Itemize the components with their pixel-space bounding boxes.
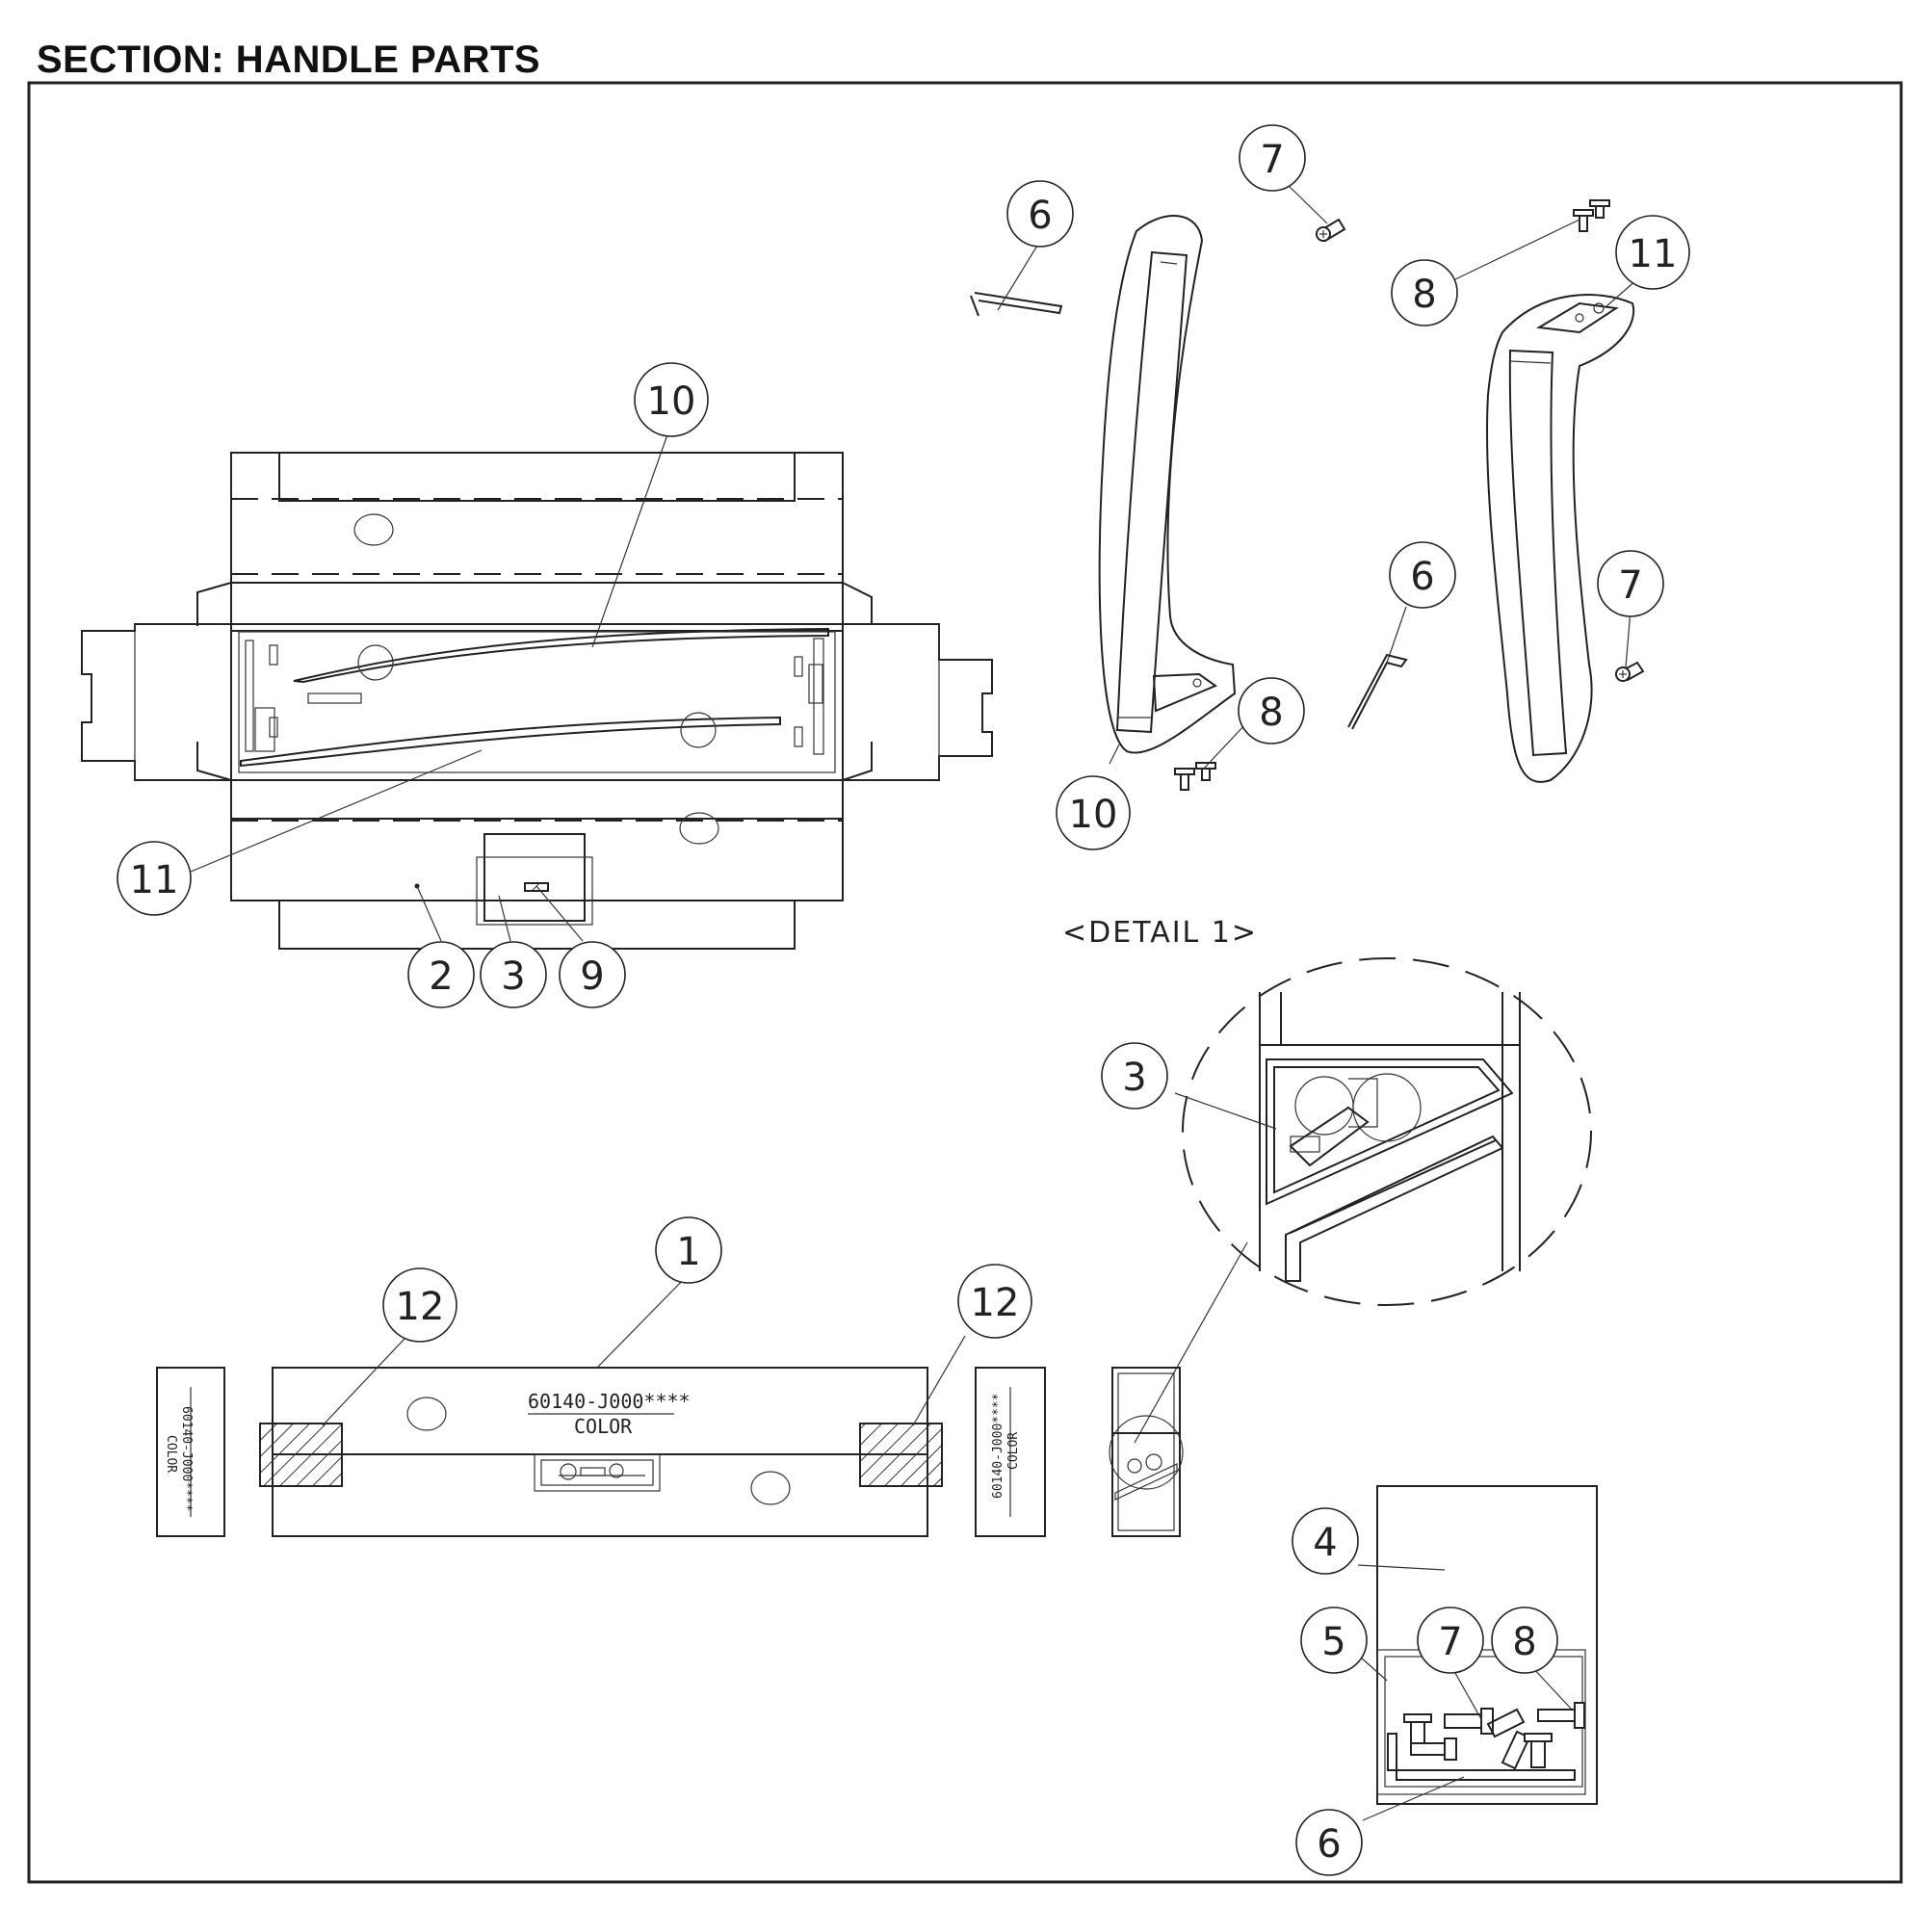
callout-6-mid-text: 6 [1410, 555, 1434, 599]
callout-1: 1 [655, 1216, 722, 1284]
detail-1-label: <DETAIL 1> [1062, 916, 1258, 950]
leader-lines-box [190, 423, 672, 942]
leader-lines-box-closed [322, 1273, 966, 1426]
box-end-color-left: COLOR [164, 1435, 178, 1473]
callout-7-mid: 7 [1597, 550, 1664, 617]
callout-3-detail: 3 [1101, 1042, 1168, 1110]
callout-12-right-text: 12 [971, 1281, 1020, 1325]
screw-7-top [1316, 218, 1346, 243]
callout-8-top: 8 [1391, 259, 1458, 327]
callout-12-right: 12 [957, 1264, 1032, 1339]
callout-1-text: 1 [676, 1230, 700, 1274]
closed-box-views [156, 1367, 1184, 1537]
open-box-top-view [81, 452, 993, 950]
box-end-color-right: COLOR [1006, 1432, 1021, 1470]
page-title: SECTION: HANDLE PARTS [37, 39, 541, 81]
callout-3-top-text: 3 [501, 954, 525, 999]
callout-12-left-text: 12 [396, 1285, 445, 1329]
callout-11-top: 11 [117, 841, 192, 916]
handle-left-view [1098, 215, 1237, 765]
callout-8-top-text: 8 [1412, 273, 1436, 317]
box-end-part-number-left: 60140-J000**** [179, 1406, 194, 1512]
callout-4-text: 4 [1313, 1521, 1337, 1565]
hex-key-mid [1347, 653, 1408, 730]
leader-lines-handles [997, 180, 1638, 771]
callout-5-text: 5 [1321, 1620, 1345, 1664]
callout-7-bottom-text: 7 [1438, 1620, 1462, 1664]
callout-11-top-text: 11 [130, 858, 179, 902]
hex-key-top [970, 292, 1063, 317]
callout-3-top: 3 [480, 941, 547, 1008]
callout-10-handle-text: 10 [1069, 793, 1118, 837]
box-end-label-left: 60140-J000**** COLOR [164, 1406, 194, 1512]
callout-2-text: 2 [429, 954, 453, 999]
screws-8-top [1573, 199, 1610, 232]
leader-lines-bag [1357, 1564, 1573, 1821]
callout-10-handle: 10 [1056, 775, 1131, 850]
callout-3-detail-text: 3 [1122, 1056, 1146, 1100]
callout-2: 2 [407, 941, 475, 1008]
callout-11-handle: 11 [1615, 215, 1690, 290]
detail-1-view [1182, 957, 1592, 1306]
callout-10-top-text: 10 [647, 379, 696, 424]
screws-8-mid [1174, 762, 1216, 791]
callout-8-bottom-text: 8 [1512, 1620, 1536, 1664]
callout-5: 5 [1300, 1607, 1368, 1674]
callout-9: 9 [559, 941, 626, 1008]
hardware-bag [1376, 1485, 1598, 1805]
callout-6-top: 6 [1006, 180, 1074, 248]
callout-8-mid-text: 8 [1259, 691, 1283, 735]
callout-7-top-text: 7 [1260, 138, 1284, 182]
callout-12-left: 12 [382, 1267, 457, 1343]
callout-6-bottom-text: 6 [1317, 1822, 1341, 1867]
callout-6-bottom: 6 [1295, 1809, 1363, 1876]
box-color-label: COLOR [574, 1415, 633, 1438]
callout-6-mid: 6 [1389, 541, 1456, 609]
box-end-part-number-right: 60140-J000**** [991, 1393, 1005, 1499]
callout-4: 4 [1292, 1507, 1359, 1575]
drawing-frame [27, 81, 1903, 1884]
box-part-number: 60140-J000**** [528, 1390, 691, 1413]
callout-8-mid: 8 [1238, 677, 1305, 745]
callout-9-text: 9 [580, 954, 604, 999]
callout-7-top: 7 [1239, 124, 1306, 192]
callout-7-mid-text: 7 [1618, 563, 1642, 608]
callout-7-bottom: 7 [1417, 1607, 1484, 1674]
callout-11-handle-text: 11 [1629, 232, 1678, 276]
callout-6-top-text: 6 [1028, 194, 1052, 238]
box-end-label-right: 60140-J000**** COLOR [991, 1393, 1021, 1499]
handle-right-view [1486, 294, 1635, 783]
callout-10-top: 10 [634, 362, 709, 437]
callout-8-bottom: 8 [1491, 1607, 1558, 1674]
screw-7-mid [1615, 661, 1645, 682]
